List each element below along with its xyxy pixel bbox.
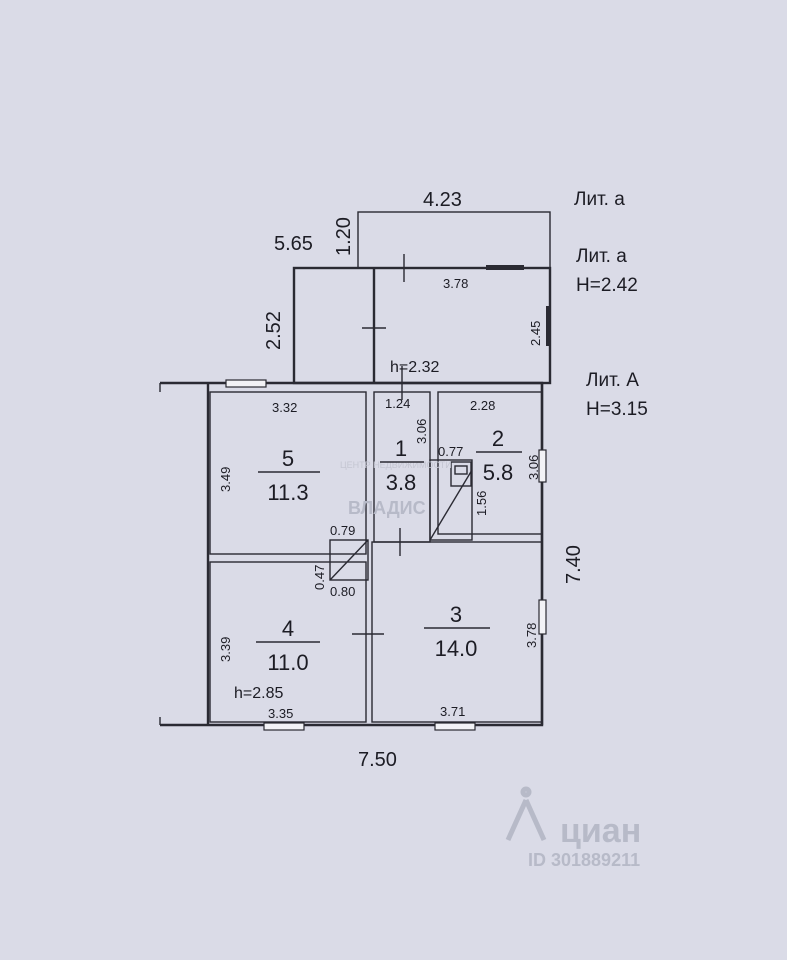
- window: [538, 599, 547, 635]
- room-5-outline: [209, 391, 367, 555]
- annex-window: [486, 265, 524, 270]
- room-4-number: 4: [282, 616, 294, 641]
- dim-hall-width2: 0.80: [330, 584, 355, 599]
- watermark-brand: циан: [560, 812, 641, 850]
- dim-room2-width: 2.28: [470, 398, 495, 413]
- watermark-agency: ВЛАДИС: [348, 498, 426, 518]
- dim-annex-inner-depth: 2.45: [528, 321, 543, 346]
- dim-stair-depth: 1.56: [474, 491, 489, 516]
- room-label-3: 3 14.0: [424, 602, 490, 661]
- dim-annex-inner-width: 3.78: [443, 276, 468, 291]
- dim-annex-length: 5.65: [274, 233, 313, 255]
- room-2-area: 5.8: [483, 460, 514, 485]
- room-3-area: 14.0: [435, 636, 478, 661]
- dim-hall-depth: 0.47: [312, 565, 327, 590]
- dim-room4-depth: 3.39: [218, 637, 233, 662]
- window: [434, 722, 476, 731]
- legend-lit-a-mid: Лит. а: [576, 246, 627, 267]
- dim-room4-height: h=2.85: [234, 685, 283, 702]
- stove: [450, 461, 472, 487]
- room-label-1: 1 3.8: [380, 436, 424, 495]
- dim-room1-width: 1.24: [385, 396, 410, 411]
- hall-diagonal: [329, 539, 369, 581]
- watermark-id: ID 301889211: [528, 850, 640, 870]
- room-label-4: 4 11.0: [256, 616, 320, 675]
- legend-lit-A: Лит. А: [586, 370, 639, 391]
- legend-lit-a-top: Лит. а: [574, 189, 625, 210]
- annex-window: [546, 306, 551, 346]
- room-3-number: 3: [450, 602, 462, 627]
- dim-room3-width: 3.71: [440, 704, 465, 719]
- window: [263, 722, 305, 731]
- stair-outline: [429, 459, 473, 541]
- room-label-2: 2 5.8: [476, 426, 522, 485]
- dim-porch-width: 4.23: [423, 189, 462, 211]
- dim-annex-height: h=2.32: [390, 359, 439, 376]
- dim-room5-depth: 3.49: [218, 467, 233, 492]
- room-4-outline: [209, 561, 367, 723]
- room-1-area: 3.8: [386, 470, 417, 495]
- window: [538, 449, 547, 483]
- stove-inner: [454, 465, 468, 475]
- porch-outline: [357, 211, 551, 269]
- dim-annex-depth: 2.52: [263, 311, 285, 350]
- dim-room5-width: 3.32: [272, 400, 297, 415]
- hall-outline: [329, 539, 369, 581]
- dim-house-width: 7.50: [358, 749, 397, 771]
- stair-diagonal: [429, 469, 473, 541]
- dim-house-depth: 7.40: [563, 545, 585, 584]
- dim-room3-depth: 3.78: [524, 623, 539, 648]
- dim-room1-depth: 3.06: [414, 419, 429, 444]
- dim-stair-width: 0.77: [438, 444, 463, 459]
- room-5-area: 11.3: [267, 480, 308, 505]
- legend-lit-a-height: H=2.42: [576, 275, 638, 296]
- room-2-number: 2: [492, 426, 504, 451]
- dim-porch-depth: 1.20: [333, 217, 355, 256]
- window: [225, 379, 267, 388]
- dim-room4-width: 3.35: [268, 706, 293, 721]
- watermark-logo-icon: [505, 786, 547, 842]
- room-5-number: 5: [282, 446, 294, 471]
- room-4-area: 11.0: [267, 650, 308, 675]
- legend-lit-A-height: H=3.15: [586, 399, 648, 420]
- room-3-outline: [371, 541, 543, 723]
- dim-hall-width: 0.79: [330, 523, 355, 538]
- room-label-5: 5 11.3: [258, 446, 320, 505]
- dim-room2-depth: 3.06: [526, 455, 541, 480]
- room-1-number: 1: [395, 436, 407, 461]
- watermark-agency-sub: ЦЕНТР НЕДВИЖИМОСТИ: [340, 460, 452, 470]
